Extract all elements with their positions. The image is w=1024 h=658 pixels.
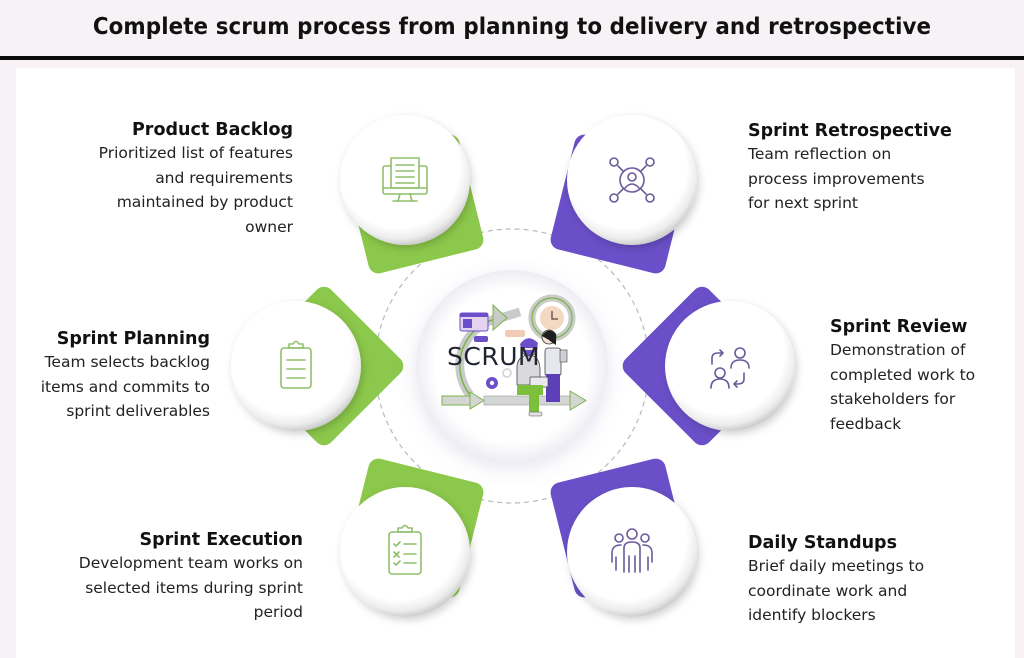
step-description: Team selects backlog items and commits t… [40,353,210,420]
step-title: Product Backlog [131,120,293,140]
title-divider [0,56,1024,60]
step-title: Sprint Execution [139,530,303,550]
step-description: Prioritized list of features and require… [98,144,293,236]
step-title: Sprint Planning [56,329,210,349]
step-product-backlog: Product Backlog Prioritized list of feat… [40,119,293,239]
scrum-label: SCRUM [447,342,541,371]
node-product-backlog [340,115,470,245]
node-daily-standups [567,487,697,617]
step-title: Sprint Retrospective [748,121,952,141]
node-circle [665,301,795,431]
step-daily-standups: Daily Standups Brief daily meetings to c… [748,532,1008,628]
step-description: Demonstration of completed work to stake… [830,341,976,433]
page-title: Complete scrum process from planning to … [92,14,932,40]
step-sprint-review: Sprint Review Demonstration of completed… [830,316,1015,436]
step-description: Brief daily meetings to coordinate work … [748,557,925,624]
step-description: Team reflection on process improvements … [748,145,925,212]
node-circle [340,487,470,617]
node-sprint-review [665,301,795,431]
node-circle [231,301,361,431]
step-description: Development team works on selected items… [78,554,303,621]
monitor-document-icon [382,157,428,202]
user-network-icon [609,157,655,203]
node-circle [567,487,697,617]
node-sprint-execution [340,487,470,617]
team-icon [611,528,653,573]
step-sprint-execution: Sprint Execution Development team works … [40,529,303,625]
node-sprint-retrospective [567,115,697,245]
step-sprint-planning: Sprint Planning Team selects backlog ite… [20,328,210,424]
clipboard-icon [280,340,312,389]
step-title: Daily Standups [748,533,897,553]
step-title: Sprint Review [830,317,968,337]
title-bar: Complete scrum process from planning to … [0,0,1024,56]
checklist-icon [388,524,422,575]
step-sprint-retrospective: Sprint Retrospective Team reflection on … [748,120,1008,216]
scrum-team-illustration [441,294,587,417]
node-circle [567,115,697,245]
node-sprint-planning [231,301,361,431]
people-exchange-icon [710,347,750,389]
